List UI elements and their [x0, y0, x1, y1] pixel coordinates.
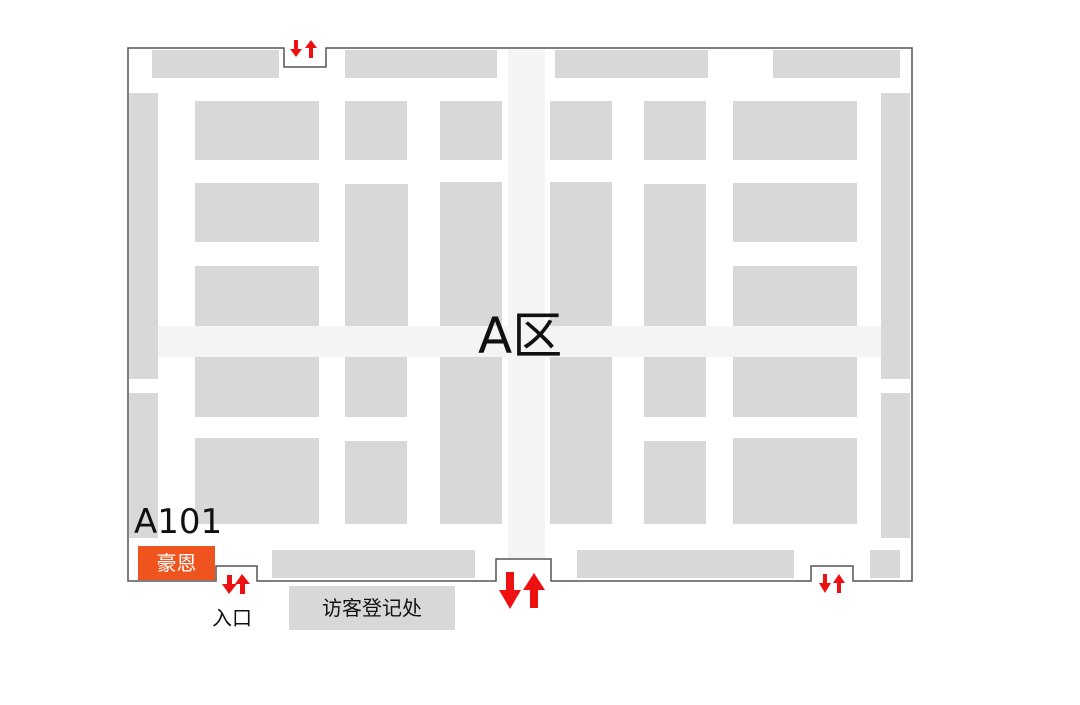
booth [733, 438, 857, 524]
booth [550, 101, 612, 160]
aisle-vertical [508, 50, 545, 558]
booth [195, 357, 319, 417]
booth [345, 357, 407, 417]
two-way-door-arrows-icon [290, 40, 317, 58]
booth [345, 101, 407, 160]
booth [129, 93, 158, 379]
booth [733, 357, 857, 417]
booth [129, 393, 158, 538]
booth [773, 50, 900, 78]
booth [733, 183, 857, 242]
booth [345, 50, 497, 78]
booth [345, 441, 407, 524]
hall-wall [127, 47, 913, 582]
booth [881, 93, 910, 379]
booth [195, 266, 319, 326]
two-way-door-arrows-icon [222, 574, 250, 594]
booth [733, 101, 857, 160]
booth [644, 441, 706, 524]
booth [440, 101, 502, 160]
booth [870, 550, 900, 578]
booth [550, 357, 612, 524]
zone-label: A区 [478, 307, 563, 365]
registration-desk: 访客登记处 [289, 586, 455, 630]
booth [577, 550, 794, 578]
booth [195, 101, 319, 160]
booth [644, 101, 706, 160]
booth [345, 184, 408, 326]
booth [881, 393, 910, 538]
booth [195, 438, 319, 524]
two-way-door-arrows-icon [819, 574, 845, 593]
booth [195, 183, 319, 242]
entrance-label: 入口 [212, 606, 252, 630]
booth [440, 357, 502, 524]
two-way-door-arrows-icon [499, 572, 545, 609]
booth [644, 184, 706, 326]
booth [555, 50, 708, 78]
booth [550, 182, 612, 326]
booth [644, 357, 706, 417]
booth [440, 182, 502, 326]
booth [733, 266, 857, 326]
aisle-horizontal [158, 326, 881, 357]
booth [272, 550, 475, 578]
highlighted-booth[interactable]: 豪恩 [138, 546, 215, 580]
booth [152, 50, 279, 78]
booth-number-label: A101 [134, 502, 223, 542]
